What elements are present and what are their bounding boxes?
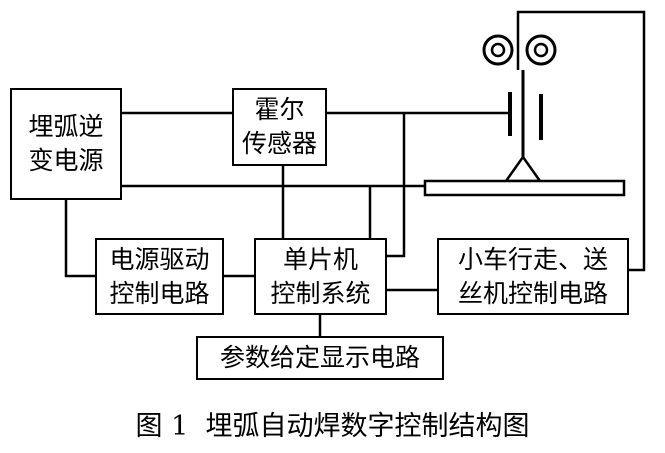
cart-wire-label-line1: 小车行走、送 [457, 244, 608, 274]
hall-sensor-box: 霍尔 传感器 [232, 88, 327, 166]
cart-wire-control-box: 小车行走、送 丝机控制电路 [437, 238, 629, 315]
figure-title: 埋弧自动焊数字控制结构图 [205, 411, 530, 442]
wire-cart-to-feeder [516, 10, 646, 272]
param-display-label: 参数给定显示电路 [219, 343, 420, 372]
power-drive-box: 电源驱动 控制电路 [95, 238, 224, 315]
feed-roller-right-inner [533, 42, 549, 58]
power-drive-label-line2: 控制电路 [109, 278, 210, 308]
workpiece [423, 179, 626, 197]
mcu-label-line1: 单片机 [282, 244, 358, 274]
mcu-label-line2: 控制系统 [270, 278, 371, 308]
feed-roller-left-outer [482, 34, 514, 66]
figure-caption: 图 1 埋弧自动焊数字控制结构图 [0, 404, 665, 443]
wire-inverter-to-drive [64, 200, 95, 278]
hall-sensor-label-line2: 传感器 [241, 129, 317, 158]
inverter-label-line2: 变电源 [28, 146, 104, 175]
inverter-power-box: 埋弧逆 变电源 [10, 88, 122, 200]
wire-arc-voltage-feedback [387, 113, 406, 258]
mcu-control-box: 单片机 控制系统 [254, 238, 387, 315]
param-display-box: 参数给定显示电路 [196, 336, 444, 380]
hall-sensor-label-line1: 霍尔 [254, 95, 305, 124]
torch-nozzle [503, 154, 543, 183]
power-drive-label-line1: 电源驱动 [109, 244, 210, 274]
cart-wire-label-line2: 丝机控制电路 [457, 278, 608, 308]
feed-roller-right-outer [525, 34, 557, 66]
inverter-label-line1: 埋弧逆 [28, 112, 104, 141]
feed-roller-left-inner [490, 42, 506, 58]
figure-number: 图 1 [135, 411, 189, 442]
